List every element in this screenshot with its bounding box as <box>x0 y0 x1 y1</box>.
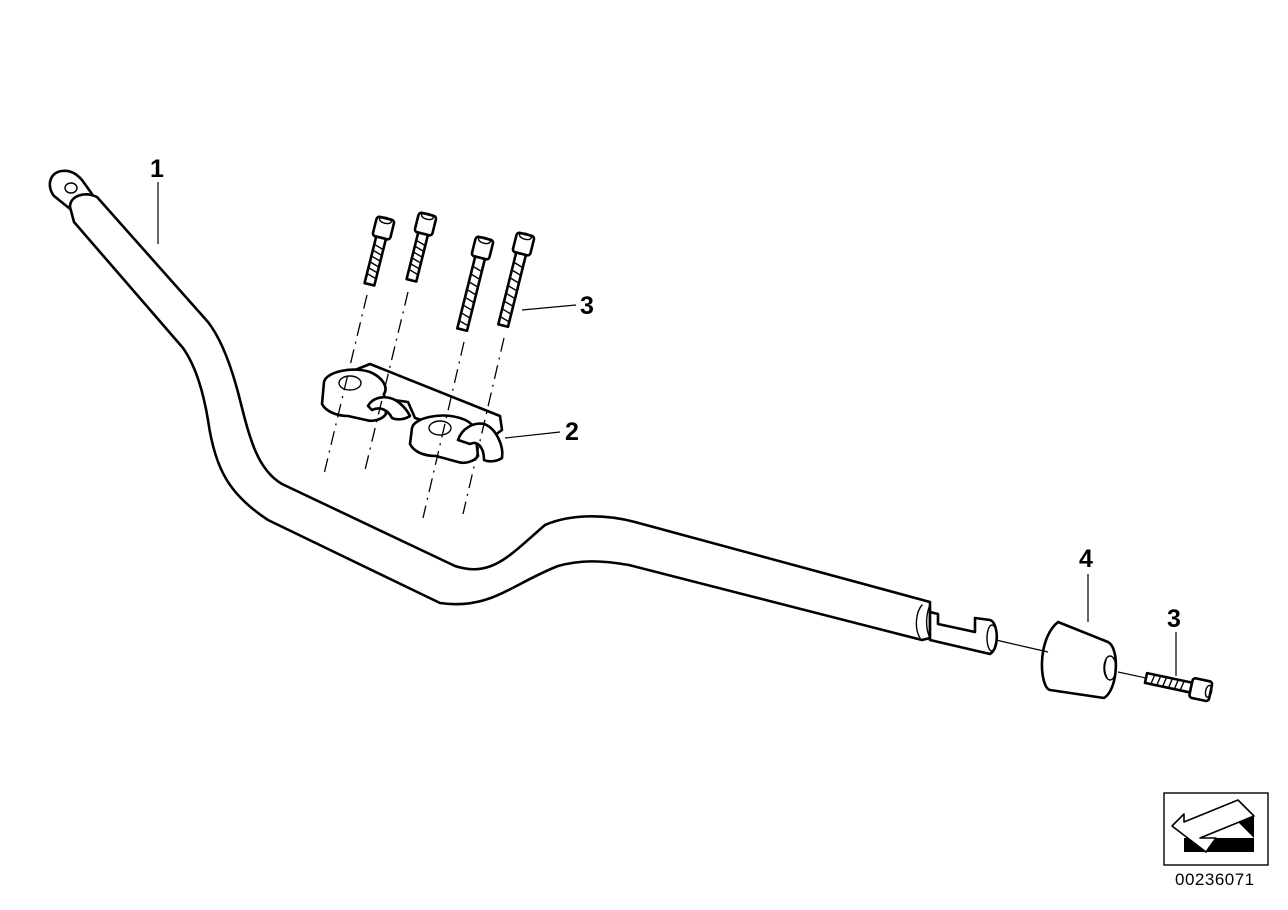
assembly-line <box>462 337 505 515</box>
bolt <box>405 211 438 283</box>
leader-2 <box>504 431 561 439</box>
leader-3a <box>521 304 577 311</box>
end-bolt[interactable] <box>1143 668 1214 703</box>
tube-end-ring <box>915 604 923 639</box>
assembly-line <box>364 291 409 471</box>
handlebar-tube <box>68 193 932 642</box>
drawing-number: 00236071 <box>1175 870 1255 889</box>
clamp-right-saddle <box>456 422 504 463</box>
weight-bore-inner <box>1103 659 1108 679</box>
clamp-left-block <box>320 368 388 423</box>
clamp-left-saddle <box>366 395 412 421</box>
callout-1: 1 <box>150 155 164 183</box>
bolt <box>456 235 495 333</box>
clamp-bolts[interactable] <box>323 211 536 519</box>
callout-4: 4 <box>1079 545 1093 573</box>
assembly-line <box>422 341 465 519</box>
callout-3: 3 <box>580 292 594 320</box>
spigot-bore <box>986 624 998 652</box>
handlebar-part[interactable] <box>48 169 999 656</box>
assembly-line <box>323 294 368 475</box>
bar-end-weight[interactable] <box>995 620 1147 700</box>
callout-3: 3 <box>1167 605 1181 633</box>
eyelet-hole <box>64 182 78 194</box>
callout-2: 2 <box>565 418 579 446</box>
clamp-right-block <box>408 414 480 465</box>
clamp-left-bore <box>338 375 362 391</box>
clamp-part[interactable] <box>320 362 504 465</box>
clamp-right-bore <box>428 420 452 436</box>
arrow-pointer-icon <box>1163 792 1269 866</box>
axis-line <box>995 639 1049 653</box>
axis-line <box>1117 671 1147 679</box>
bolt <box>497 231 536 329</box>
weight-body <box>1040 620 1118 700</box>
bolt <box>363 215 396 287</box>
